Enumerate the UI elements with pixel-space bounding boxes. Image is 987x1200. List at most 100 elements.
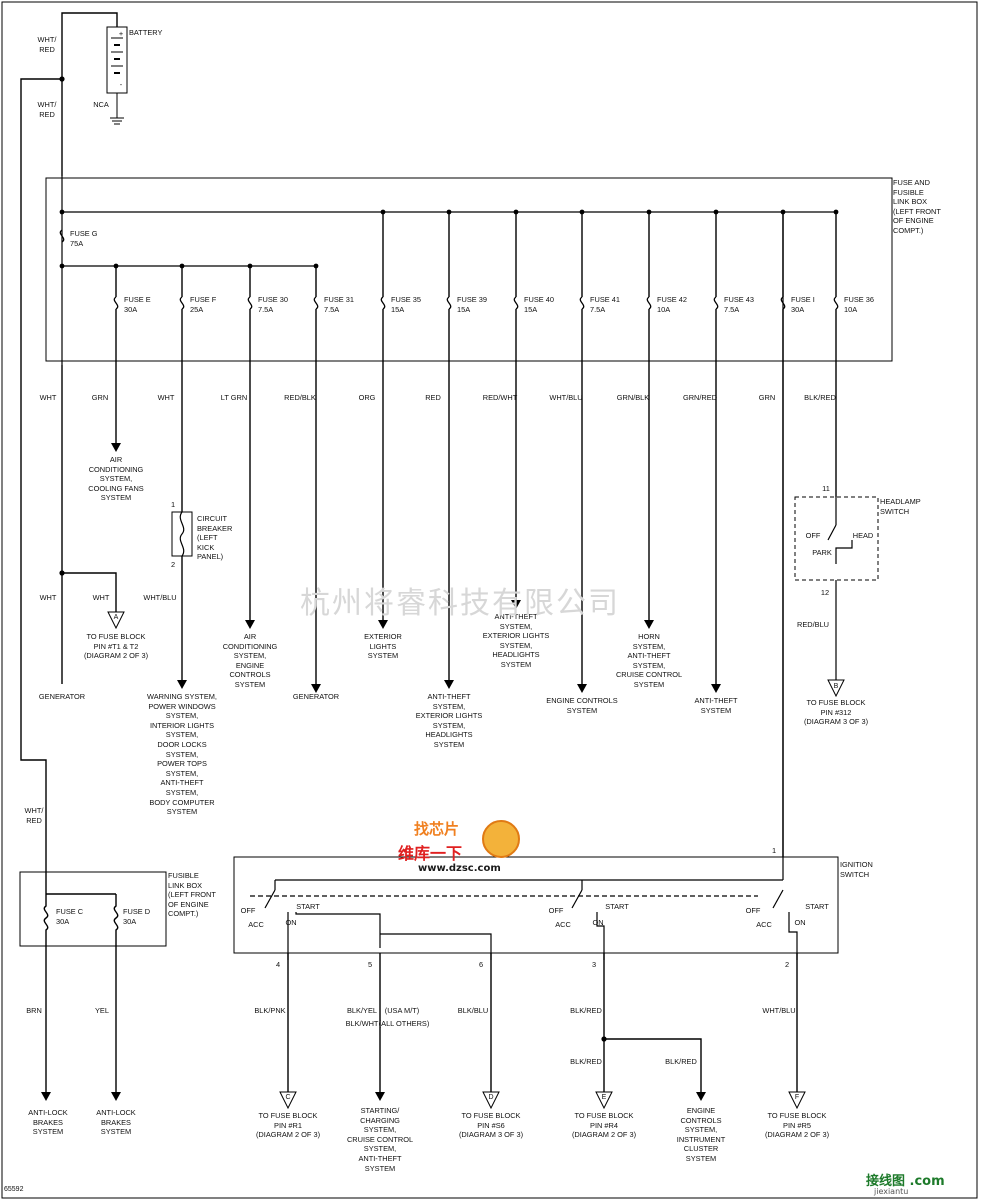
wire-label-6: RED [425,393,441,402]
load-label-9: HORN SYSTEM, ANTI-THEFT SYSTEM, CRUISE C… [615,632,683,689]
generator-load-label: GENERATOR [38,692,86,701]
connector-b-triangle [827,679,845,698]
fuse-label-3: FUSE 30 7.5A [258,295,288,314]
splice-dot [833,209,839,215]
breaker-pin-1: 1 [170,500,176,509]
ignition-output-3 [603,953,702,1092]
wire-label-11: GRN [758,393,776,402]
splice-dot [59,570,65,576]
wire-label-1: GRN [91,393,109,402]
fuse-column-9 [646,212,652,620]
load-label-7: ANTI-THEFT SYSTEM, EXTERIOR LIGHTS SYSTE… [482,612,550,669]
logo-line2: www.dzsc.com [418,863,501,874]
ignition-output-wire-5: BLK/YEL [347,1006,377,1015]
logo-line3: 找芯片 [414,820,460,838]
ignition-pos-on-6: ON [592,918,604,927]
logo-line1: 维库一下 [398,844,463,863]
fuse-label-4: FUSE 31 7.5A [324,295,354,314]
fuse-column-2 [179,266,185,680]
wire-label-3: LT GRN [220,393,248,402]
ignition-output-note-5: (USA M/T) [384,1006,420,1015]
fuse-g-label: FUSE G 75A [70,229,98,248]
fuse-column-1 [113,266,119,443]
circuit-breaker-label: CIRCUIT BREAKER (LEFT KICK PANEL) [197,514,233,562]
main-feed-wires [20,12,118,872]
wire-label-5: ORG [358,393,376,402]
load-arrow-3 [245,620,255,629]
ignition-pin-in: 1 [771,846,777,855]
wire-label-2: WHT [157,393,175,402]
generator-wire-2: WHT [92,593,110,602]
headlamp-pin-in: 11 [822,484,830,493]
fuse-label-8: FUSE 41 7.5A [590,295,620,314]
ignition-pos-start-11: START [805,902,829,911]
watermark-text: 杭州将睿科技有限公司 [300,586,620,621]
splice-dot [59,209,65,215]
load-arrow-6 [444,680,454,689]
headlamp-park: PARK [812,548,832,557]
splice-dot [713,209,719,215]
ignition-pos-on-10: ON [794,918,806,927]
ref-b-label: TO FUSE BLOCK PIN #312 (DIAGRAM 3 OF 3) [803,698,869,727]
fuse-columns [59,209,839,857]
load-arrow-5 [378,620,388,629]
fuse-column-5 [380,212,386,620]
headlamp-switch-box [794,496,879,581]
ref-a-label: TO FUSE BLOCK PIN #T1 & T2 (DIAGRAM 2 OF… [83,632,149,661]
ignition-pos-off-4: OFF [548,906,564,915]
load-label-2: WARNING SYSTEM, POWER WINDOWS SYSTEM, IN… [147,692,217,817]
load-arrow-7 [511,600,521,609]
fuse-box-outline [45,177,893,362]
wire-label-9: GRN/BLK [616,393,650,402]
ref-E-label: TO FUSE BLOCK PIN #R4 (DIAGRAM 2 OF 3) [571,1111,637,1140]
fuse-c-wire: BRN [26,1006,42,1015]
fuse-column-6 [446,212,452,680]
ignition-pos-on-2: ON [285,918,297,927]
load-label-4: GENERATOR [292,692,340,701]
fuse-label-9: FUSE 42 10A [657,295,687,314]
fuse-d-wire: YEL [95,1006,109,1015]
load-arrow-2 [177,680,187,689]
ref-C-letter: C [285,1094,291,1101]
corner-logo: 接线图 .com [866,1174,945,1189]
fuse-c-label: FUSE C 30A [56,907,84,926]
splice-dot [59,263,65,269]
fusible-link-wires [43,872,119,1092]
ref-C-label: TO FUSE BLOCK PIN #R1 (DIAGRAM 2 OF 3) [255,1111,321,1140]
load-arrow-9 [644,620,654,629]
ref-E-letter: E [601,1094,607,1101]
wire-label-8: WHT/BLU [549,393,583,402]
fuse-column-8 [579,212,585,684]
generator-wire-1: WHT [39,593,57,602]
ignition-output-pin-3: 3 [591,960,597,969]
splice-dot [380,209,386,215]
fuse-label-2: FUSE F 25A [190,295,217,314]
headlamp-off: OFF [805,531,821,540]
generator-branch [61,365,117,684]
splice-dot [446,209,452,215]
fuse-box-title: FUSE AND FUSIBLE LINK BOX (LEFT FRONT OF… [893,178,941,235]
load-label-8: ENGINE CONTROLS SYSTEM [546,696,618,715]
splice-dot [579,209,585,215]
battery-symbol [106,26,128,125]
ignition-output-wire-3: BLK/RED [570,1006,602,1015]
splice-dot [646,209,652,215]
fusible-link-title: FUSIBLE LINK BOX (LEFT FRONT OF ENGINE C… [168,871,216,919]
ignition-output-pin-5: 5 [367,960,373,969]
ignition-output-pin-2: 2 [784,960,790,969]
fuse-label-6: FUSE 39 15A [457,295,487,314]
fuse-column-12 [833,212,839,497]
splice-dot [113,263,119,269]
splice-dot [59,76,65,82]
ignition-branch-load-3: ENGINE CONTROLS SYSTEM, INSTRUMENT CLUST… [676,1106,726,1163]
fuse-d-load: ANTI-LOCK BRAKES SYSTEM [96,1108,136,1137]
mascot-face-icon [482,820,520,858]
load-label-5: EXTERIOR LIGHTS SYSTEM [364,632,402,661]
ignition-pos-acc-1: ACC [248,920,264,929]
fuse-label-12: FUSE 36 10A [844,295,874,314]
fuse-column-4 [313,266,319,684]
ignition-branch-wire-3: BLK/RED [665,1057,697,1066]
corner-sub: jiexiantu [874,1187,909,1196]
headlamp-wire-out: RED/BLU [796,620,830,629]
